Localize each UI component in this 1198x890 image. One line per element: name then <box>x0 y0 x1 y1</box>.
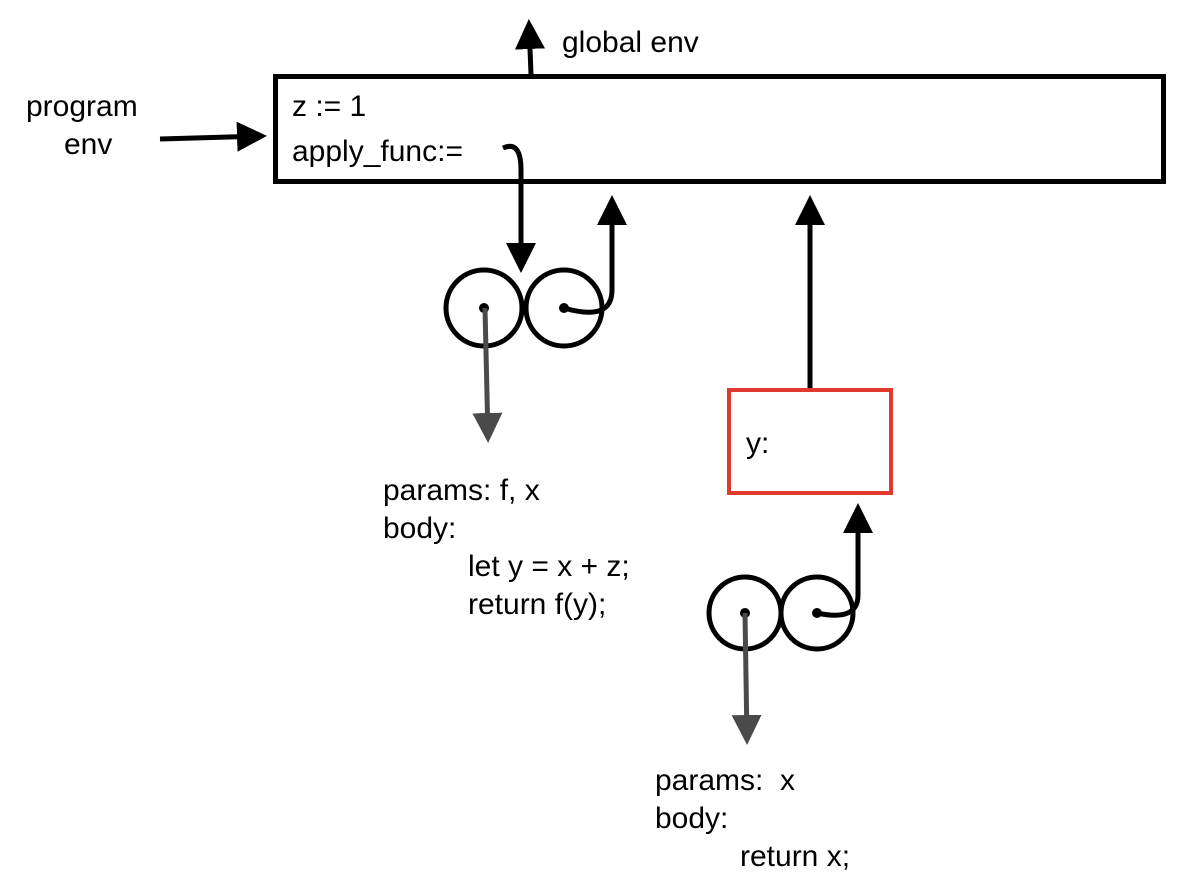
program-env-label-line-2: env <box>64 128 113 161</box>
arrow-closure-2-env <box>816 503 873 618</box>
binding-z: z := 1 <box>292 90 367 123</box>
program-env-label-line-1: program <box>26 90 138 123</box>
closure-1-body-line-1: let y = x + z; <box>468 550 630 583</box>
binding-y: y: <box>746 427 770 460</box>
binding-apply-func: apply_func:= <box>292 135 463 168</box>
global-env-label: global env <box>562 26 699 59</box>
arrow-closure-2-code <box>731 612 762 745</box>
program-env-frame <box>273 74 1166 184</box>
call-frame <box>727 388 893 495</box>
closure-1-body-line-2: return f(y); <box>468 588 607 621</box>
closure-1-body-label: body: <box>383 512 457 545</box>
closure-2-body-label: body: <box>655 802 729 835</box>
arrow-closure-1-env <box>563 195 627 315</box>
arrow-program-env <box>159 121 267 152</box>
arrow-apply-func-to-closure <box>501 143 536 273</box>
closure-2-env-circle <box>778 574 856 652</box>
arrow-closure-1-code <box>472 307 503 443</box>
closure-2-params: params: x <box>655 764 796 797</box>
closure-1-params: params: f, x <box>383 474 540 507</box>
closure-2-body-line-1: return x; <box>740 840 851 873</box>
arrow-to-global-env <box>515 19 545 75</box>
